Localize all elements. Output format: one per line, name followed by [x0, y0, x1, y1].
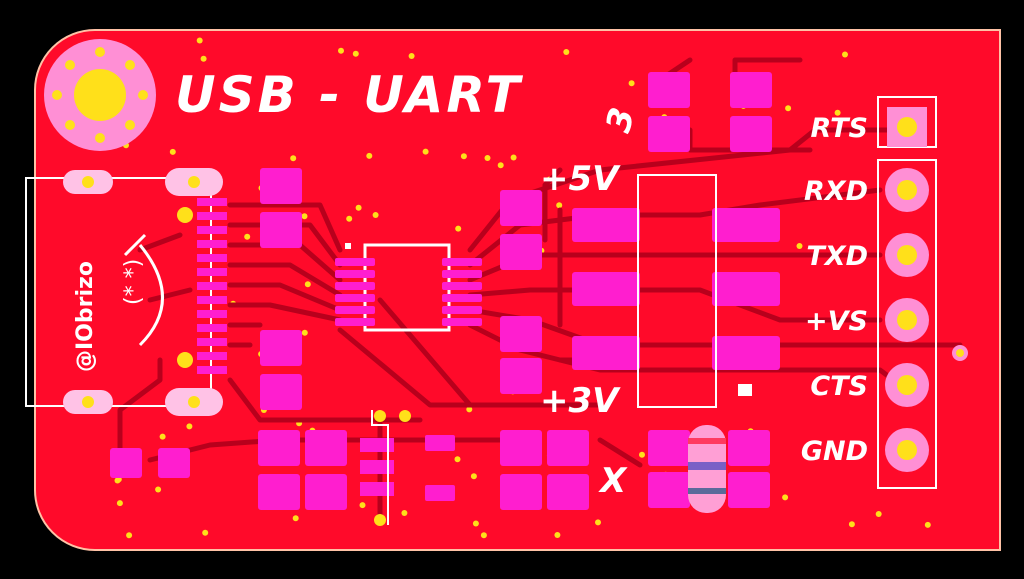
header-pad-hole [897, 245, 917, 265]
header-pad-hole [897, 310, 917, 330]
via-dot [497, 162, 504, 169]
via-dot [155, 486, 162, 493]
via-dot [924, 521, 931, 528]
via-dot [301, 329, 308, 336]
pin-label-plus-vs: +VS [805, 306, 868, 337]
via-dot [782, 494, 789, 501]
via-dot [196, 37, 203, 44]
led-pads [572, 174, 780, 408]
via-dot [114, 477, 121, 484]
via-dot [244, 233, 251, 240]
via-dot [186, 423, 193, 430]
via-dot [346, 215, 353, 222]
via-dot [466, 406, 473, 413]
via-dot [563, 49, 570, 55]
label-3v: +3V [540, 381, 621, 421]
via-dot [480, 532, 487, 539]
via-dot [848, 521, 855, 528]
via-dot [484, 155, 491, 161]
pin-label-gnd: GND [801, 436, 868, 467]
resistor [688, 425, 726, 513]
pin-label-rxd: RXD [804, 176, 868, 207]
via-dot [422, 148, 429, 155]
smiley-eyes: (* *) [121, 259, 146, 305]
via-dot [834, 109, 841, 116]
via-dot [408, 53, 415, 59]
via-dot [796, 243, 803, 249]
uart-chip [335, 243, 482, 332]
via-dot [639, 451, 645, 458]
via-dot [454, 456, 461, 463]
pin-header [877, 96, 968, 489]
via-dot [116, 500, 123, 507]
svg-text:(* *): (* *) [121, 259, 146, 305]
via-dot [366, 152, 373, 159]
via-dot [842, 51, 848, 58]
via-dot [372, 212, 379, 218]
via-dot [355, 204, 362, 211]
via-dot [595, 519, 601, 526]
via-dot [352, 50, 359, 57]
passive-pads [110, 72, 772, 510]
mounting-hole-icon [44, 39, 156, 151]
pin-label-cts: CTS [810, 371, 868, 402]
credit: @IObrizo [73, 261, 98, 372]
via-dot [460, 153, 467, 160]
via-dot [290, 155, 297, 162]
jumper-mark-bottom: X [598, 461, 628, 501]
via-dot [301, 213, 308, 220]
label-5v: +5V [540, 159, 621, 199]
via-dot [292, 515, 299, 522]
via-dot [554, 532, 561, 538]
via-dot [401, 510, 408, 516]
via-dot [304, 281, 311, 288]
pin-label-rts: RTS [811, 113, 868, 144]
via-dot [169, 148, 176, 155]
via-dot [875, 511, 882, 517]
via-dot [202, 529, 209, 536]
traces [117, 57, 963, 523]
pin-label-txd: TXD [806, 241, 868, 272]
via-dot [159, 433, 166, 440]
via-dot [455, 225, 462, 232]
usb-c-connector-icon [25, 168, 227, 416]
via-dot [472, 520, 479, 527]
header-pad-hole [897, 440, 917, 460]
pin-labels: RTS RXD TXD +VS CTS GND [801, 113, 868, 467]
via-dot [338, 47, 344, 54]
via-dot [785, 105, 792, 112]
via-dot [510, 154, 517, 161]
regulator [360, 410, 411, 526]
header-pad-hole [897, 375, 917, 395]
via-dot [359, 502, 366, 509]
via-dot [556, 202, 563, 209]
via-dot [628, 80, 635, 87]
smiley-face-icon [123, 233, 164, 347]
via-dot [126, 532, 133, 539]
board-title: USB - UART [175, 66, 524, 124]
header-pad-hole [897, 180, 917, 200]
via-dot [200, 55, 207, 62]
via-dot [470, 473, 477, 480]
